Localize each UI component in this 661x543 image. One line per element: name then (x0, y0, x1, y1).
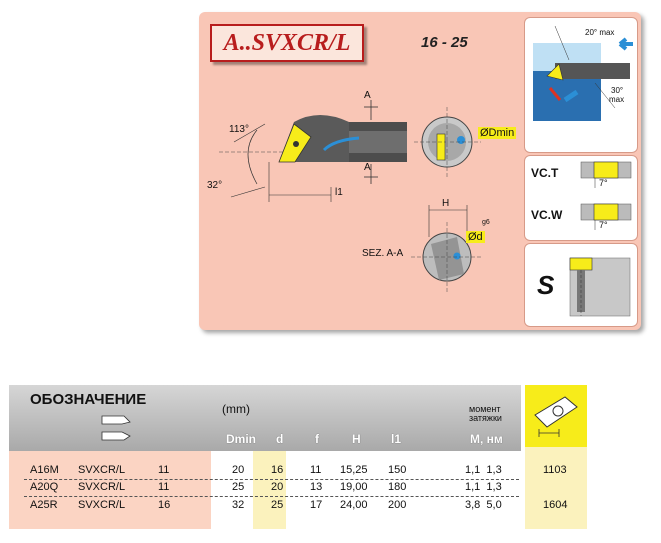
vc-t-label: VC.T (531, 166, 559, 180)
row-size: 11 (158, 481, 170, 493)
vc-w-label: VC.W (531, 208, 563, 222)
row-insert: 1604 (543, 499, 568, 511)
drawing-panel: A..SVXCR/L 16 - 25 (199, 12, 641, 330)
row-l1: 150 (388, 464, 407, 476)
row-h: 15,25 (340, 464, 368, 476)
designation-column-bg (9, 451, 211, 529)
row-l1: 200 (388, 499, 407, 511)
unit-label: (mm) (222, 402, 250, 416)
insert-icon-box (525, 385, 587, 447)
g6-label: g6 (482, 219, 490, 226)
section-a-top-label: A (364, 90, 371, 101)
col-d: d (276, 432, 284, 446)
row-h: 19,00 (340, 481, 368, 493)
vc-w-angle: 7° (599, 220, 608, 230)
section-label: SEZ. A-A (362, 248, 404, 259)
screw-clamp-diagram (569, 257, 631, 317)
dir-angle-top: 20° max (585, 28, 615, 37)
col-dmin: Dmin (226, 432, 256, 446)
row-dmin: 25 (232, 481, 245, 493)
product-title: A..SVXCR/L (210, 24, 364, 62)
cutting-direction-card: 20° max 30° max (524, 17, 638, 153)
row-f: 17 (310, 499, 323, 511)
row-code: A16M (30, 464, 59, 476)
row-code: A25R (30, 499, 58, 511)
designation-header: ОБОЗНАЧЕНИЕ (30, 391, 147, 408)
row-divider (24, 479, 519, 480)
row-moment: 1,1 1,3 (465, 464, 502, 476)
col-f: f (315, 432, 319, 446)
row-l1: 180 (388, 481, 407, 493)
row-d: 16 (271, 464, 284, 476)
insert-rhombus-icon (534, 396, 578, 437)
row-d: 20 (271, 481, 284, 493)
row-insert: 1103 (543, 464, 567, 476)
moment-label-1: момент (469, 404, 501, 414)
table-header (9, 385, 521, 451)
vc-t-angle: 7° (599, 178, 608, 188)
section-a-bottom-label: A (364, 162, 371, 173)
dir-angle-bottom-1: 30° (611, 86, 624, 95)
clamping-type-letter: S (537, 270, 555, 300)
dmin-label: ØDmin (478, 127, 517, 139)
l1-label: l1 (335, 187, 343, 198)
insert-sections-diagram (580, 161, 632, 230)
moment-label-2: затяжки (469, 413, 502, 423)
angle-32-label: 32° (207, 180, 223, 191)
row-h: 24,00 (340, 499, 368, 511)
row-size: 16 (158, 499, 171, 511)
row-name: SVXCR/L (78, 499, 126, 511)
col-h: H (352, 432, 361, 446)
angle-113-label: 113° (229, 124, 249, 135)
dir-angle-bottom-2: max (609, 95, 625, 104)
size-range: 16 - 25 (421, 34, 468, 51)
cutting-direction-diagram (533, 25, 633, 121)
clamping-type-card: S (524, 243, 638, 327)
d-label: Ød (466, 231, 485, 243)
insert-type-card: VC.T VC.W 7° 7° (524, 155, 638, 241)
tool-side-view (219, 100, 481, 294)
row-size: 11 (158, 464, 170, 476)
row-moment: 1,1 1,3 (465, 481, 502, 493)
row-dmin: 32 (232, 499, 245, 511)
row-d: 25 (271, 499, 284, 511)
col-moment: M, нм (470, 432, 503, 446)
row-divider (24, 496, 519, 497)
row-name: SVXCR/L (78, 481, 126, 493)
row-code: A20Q (30, 481, 59, 493)
h-label: H (442, 198, 450, 209)
row-f: 13 (310, 481, 323, 493)
tool-orientation-icon (101, 415, 131, 441)
row-dmin: 20 (232, 464, 245, 476)
row-moment: 3,8 5,0 (465, 499, 502, 511)
row-f: 11 (310, 464, 322, 476)
d-column-bg (264, 451, 286, 529)
row-name: SVXCR/L (78, 464, 126, 476)
col-l1: l1 (391, 432, 402, 446)
